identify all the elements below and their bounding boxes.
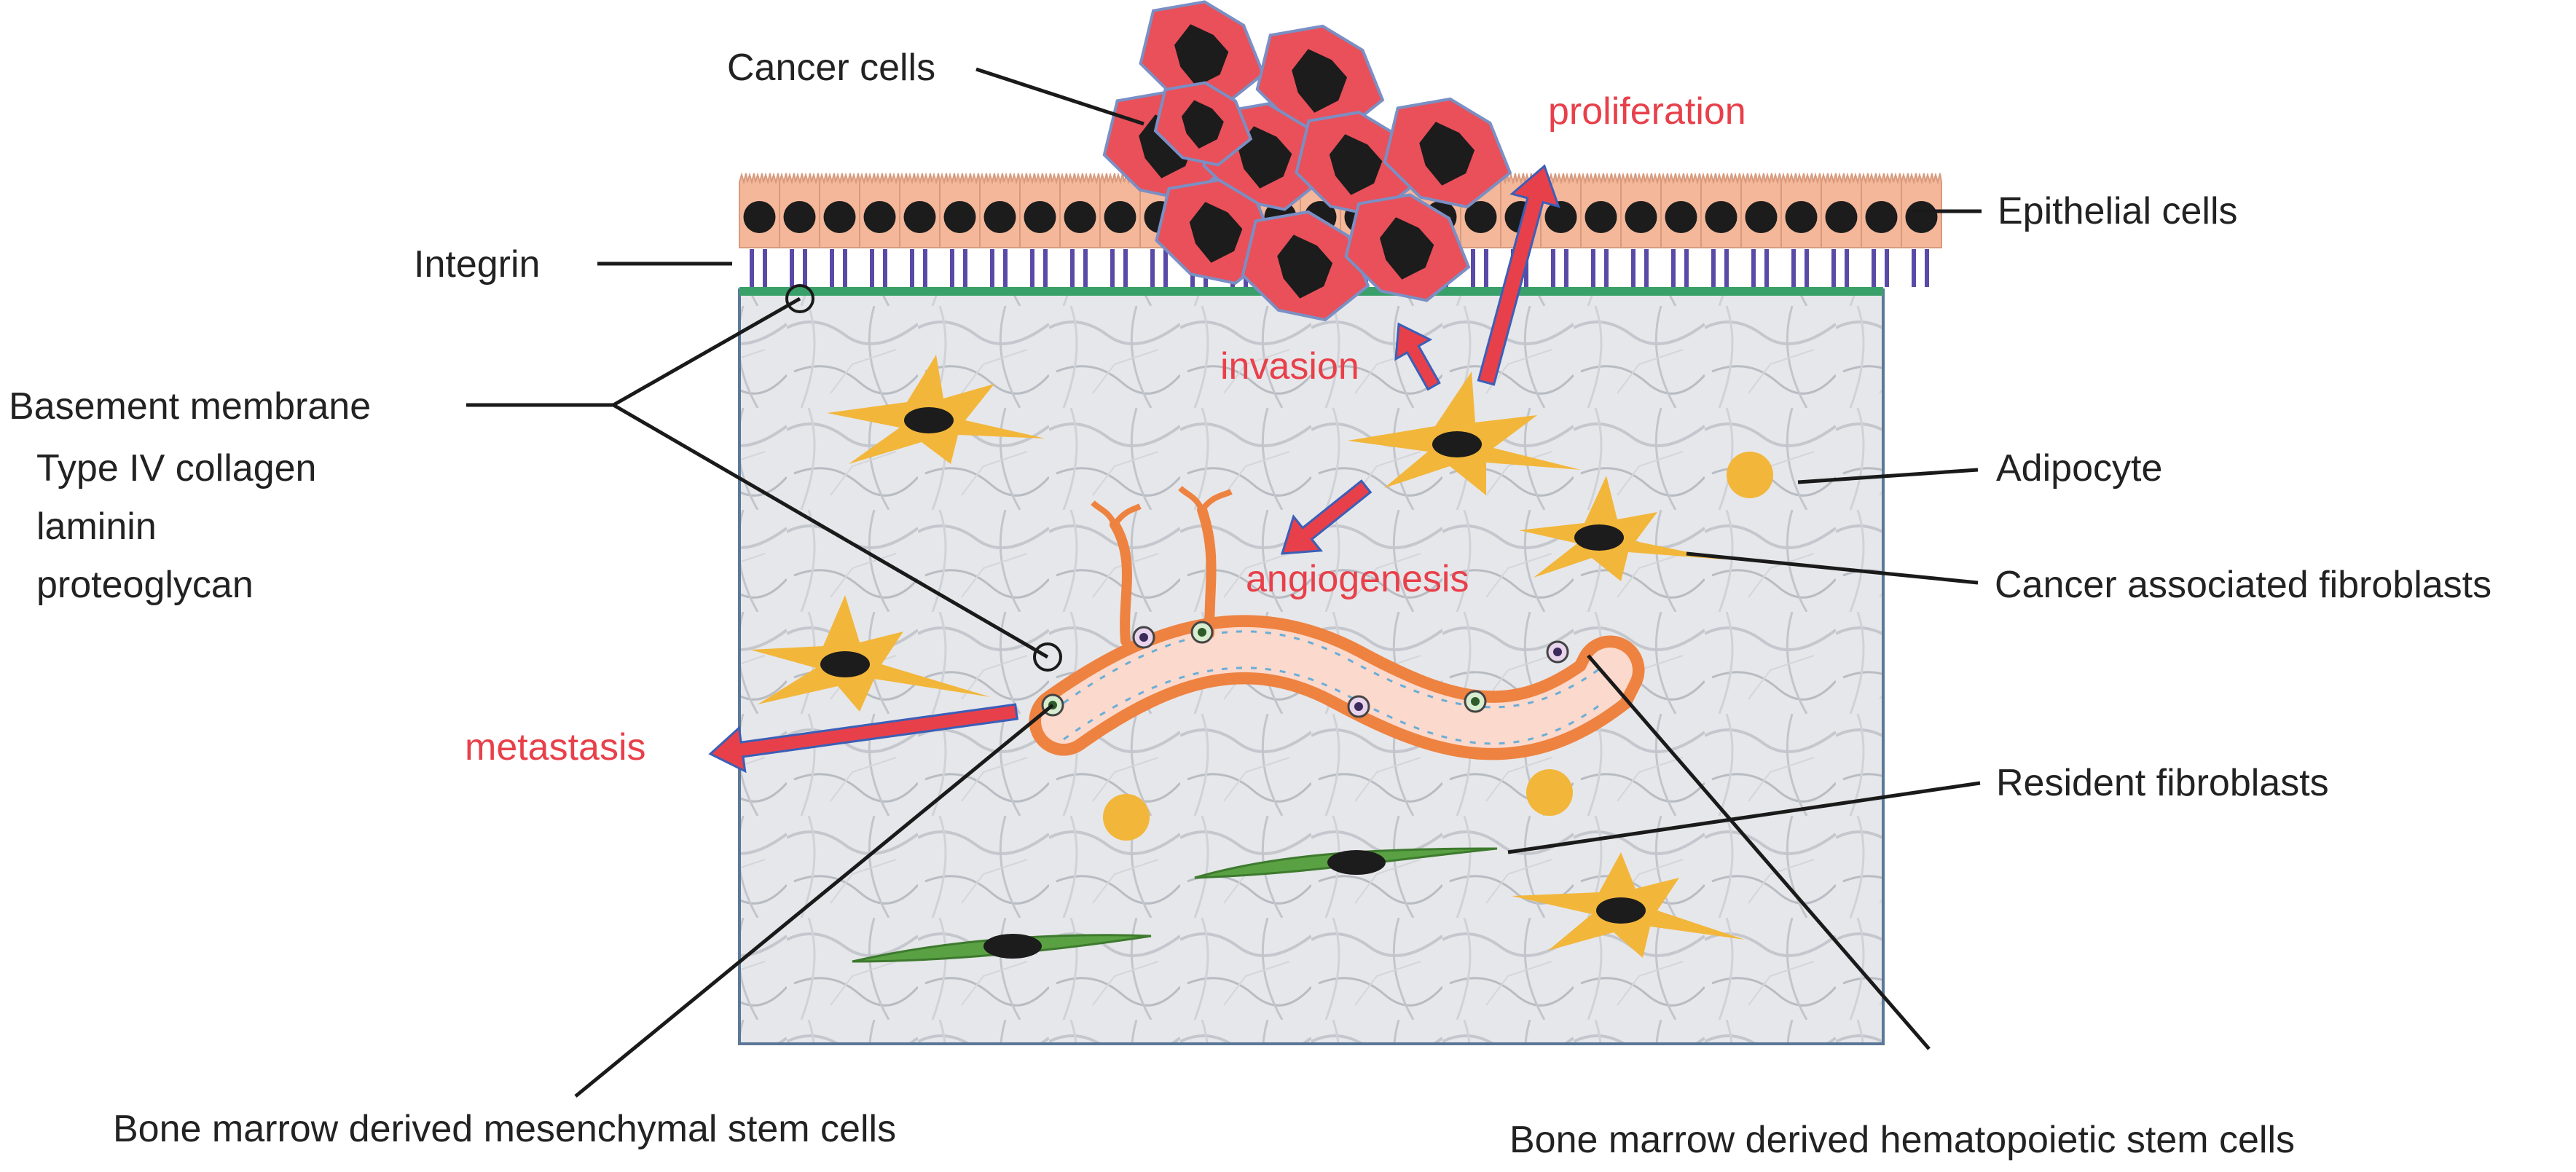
- label-cancer-cells: Cancer cells: [727, 47, 935, 89]
- basement-marker: [785, 284, 814, 313]
- label-angiogenesis: angiogenesis: [1246, 558, 1469, 600]
- label-type-iv-collagen: Type IV collagen: [36, 447, 316, 489]
- epithelial-cell-icon: [1740, 172, 1782, 248]
- integrin-icon: [1751, 249, 1769, 287]
- epithelial-cell-icon: [1019, 172, 1061, 248]
- cancer-cell-icon: [1153, 81, 1253, 167]
- cancer-cell-icon: [1139, 0, 1265, 109]
- integrin-icon: [1791, 249, 1809, 287]
- epithelial-cell-icon: [939, 172, 981, 248]
- epithelial-cell-icon: [1660, 172, 1702, 248]
- epithelial-cell-icon: [1620, 172, 1662, 248]
- epithelial-cell-icon: [859, 172, 900, 248]
- leader-lines: [466, 67, 1982, 1098]
- process-arrow: [708, 703, 1019, 774]
- fibroblast-icon: [750, 355, 1745, 958]
- process-arrow: [1477, 164, 1560, 386]
- fibroblast-icon: [852, 847, 1498, 963]
- epithelial-cell-icon: [1700, 172, 1742, 248]
- label-basement-membrane: Basement membrane: [9, 385, 371, 428]
- epithelial-cell-icon: [739, 172, 780, 248]
- epithelial-cell-icon: [1821, 172, 1862, 248]
- integrin-icon: [1872, 249, 1889, 287]
- label-epithelial-cells: Epithelial cells: [1998, 190, 2238, 232]
- integrin-icon: [1110, 249, 1128, 287]
- epithelial-cell-icon: [1780, 172, 1822, 248]
- label-resident-fibroblasts: Resident fibroblasts: [1996, 762, 2329, 804]
- integrin-icon: [990, 249, 1008, 287]
- integrin-icon: [790, 249, 807, 287]
- label-proliferation: proliferation: [1548, 90, 1746, 133]
- cancer-cell-icon: [1241, 210, 1370, 322]
- integrin-icon: [1711, 249, 1729, 287]
- integrin-icon: [1471, 249, 1488, 287]
- integrin-icon: [1551, 249, 1568, 287]
- epithelial-cell-icon: [979, 172, 1021, 248]
- adipocyte-icon: [1103, 452, 1773, 841]
- vessel-basement-marker: [1033, 642, 1062, 672]
- process-arrows: [708, 164, 1560, 774]
- epithelial-cell-icon: [1099, 172, 1141, 248]
- cancer-cell-icon: [1383, 97, 1512, 209]
- integrin-icon: [950, 249, 967, 287]
- epithelial-cell-icon: [899, 172, 941, 248]
- integrin-icon: [1591, 249, 1609, 287]
- integrin-icon: [1912, 249, 1929, 287]
- integrin-icon: [1671, 249, 1689, 287]
- integrin-icon: [910, 249, 927, 287]
- label-bm-mesenchymal: Bone marrow derived mesenchymal stem cel…: [113, 1108, 896, 1150]
- integrin-icon: [1030, 249, 1048, 287]
- label-bm-hematopoietic: Bone marrow derived hematopoietic stem c…: [1509, 1119, 2295, 1161]
- cancer-cell-icon: [1344, 193, 1471, 302]
- label-metastasis: metastasis: [465, 726, 646, 768]
- label-proteoglycan: proteoglycan: [36, 564, 254, 606]
- cancer-cell-cluster: [1102, 0, 1512, 322]
- epithelial-cell-icon: [819, 172, 860, 248]
- integrin-icon: [1631, 249, 1649, 287]
- epithelial-cell-icon: [779, 172, 820, 248]
- process-arrow: [1280, 479, 1373, 555]
- cancer-cell-icon: [1295, 111, 1418, 217]
- epithelial-cell-icon: [1580, 172, 1622, 248]
- label-laminin: laminin: [36, 506, 157, 548]
- integrin-icon: [1831, 249, 1849, 287]
- label-integrin: Integrin: [414, 243, 540, 286]
- epithelial-cell-icon: [1861, 172, 1902, 248]
- integrin-icon: [830, 249, 847, 287]
- epithelial-cell-icon: [1059, 172, 1101, 248]
- integrin-icon: [1150, 249, 1168, 287]
- integrin-icon: [1070, 249, 1088, 287]
- integrin-icon: [870, 249, 887, 287]
- process-arrow: [1394, 322, 1441, 391]
- label-cancer-associated-fibroblasts: Cancer associated fibroblasts: [1995, 564, 2491, 606]
- label-invasion: invasion: [1220, 345, 1359, 388]
- integrin-icon: [750, 249, 767, 287]
- label-adipocyte: Adipocyte: [1996, 447, 2162, 489]
- blood-vessel-icon: [1029, 486, 1645, 760]
